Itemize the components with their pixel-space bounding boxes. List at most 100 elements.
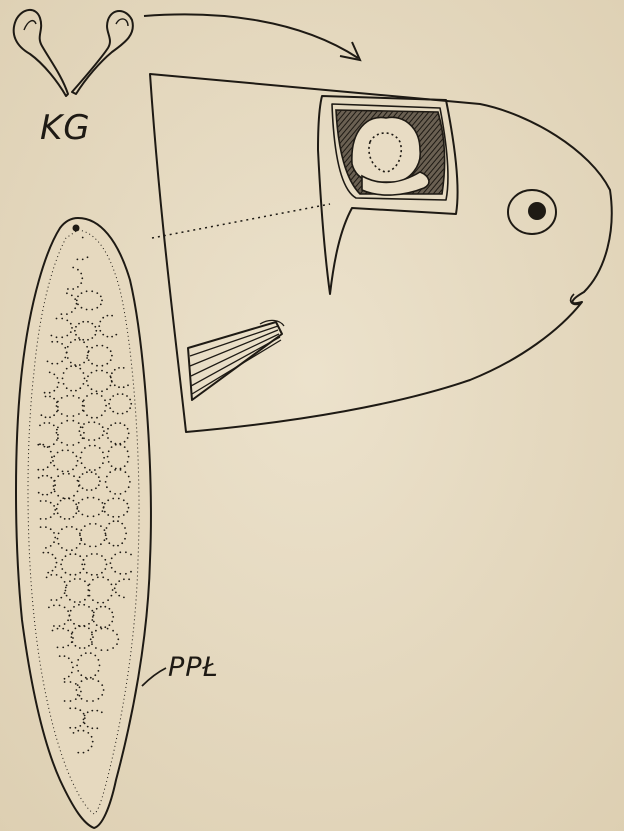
cell-dot [77, 286, 79, 288]
cell-dot [57, 427, 59, 429]
cell-dot [66, 549, 68, 551]
cell-dot [92, 741, 94, 743]
ppl-body-dot [73, 225, 80, 232]
cell-dot [91, 471, 93, 473]
cell-dot [81, 307, 83, 309]
cell-dot [83, 423, 85, 425]
cell-dot [54, 484, 56, 486]
cell-dot [103, 689, 105, 691]
cell-dot [115, 444, 117, 446]
cell-dot [70, 700, 72, 702]
cell-dot [96, 608, 98, 610]
cell-dot [77, 304, 79, 306]
cell-dot [107, 628, 109, 630]
cell-dot [42, 444, 44, 446]
cell-dot [60, 516, 62, 518]
cell-dot [96, 307, 98, 309]
cell-dot [93, 621, 95, 623]
cell-dot [112, 516, 114, 518]
cell-dot [62, 450, 64, 452]
cell-dot [89, 584, 91, 586]
cell-dot [106, 433, 108, 435]
cell-dot [64, 498, 66, 500]
cell-dot [64, 347, 66, 349]
cell-dot [118, 367, 120, 369]
fish-eye-pupil [528, 202, 546, 220]
cell-dot [112, 647, 114, 649]
cell-dot [79, 543, 81, 545]
cell-dot [90, 652, 92, 654]
cell-dot [49, 416, 51, 418]
cell-dot [57, 401, 59, 403]
cell-dot [102, 502, 104, 504]
cell-dot [112, 395, 114, 397]
cell-dot [123, 499, 125, 501]
cell-dot [111, 355, 113, 357]
cell-dot [60, 500, 62, 502]
cell-dot [87, 256, 89, 258]
cell-dot [82, 499, 84, 501]
cell-dot [73, 623, 75, 625]
cell-dot [98, 484, 100, 486]
cell-dot [79, 364, 81, 366]
cell-dot [111, 372, 113, 374]
cell-dot [110, 562, 112, 564]
cell-dot [83, 730, 85, 732]
cell-dot [128, 433, 130, 435]
cell-dot [66, 313, 68, 315]
cell-dot [128, 476, 130, 478]
cell-dot [98, 325, 100, 327]
cell-dot [57, 538, 59, 540]
cell-dot [128, 507, 130, 509]
cell-dot [96, 417, 98, 419]
cell-dot [75, 628, 77, 630]
cell-dot [119, 551, 121, 553]
cell-dot [53, 505, 55, 507]
cell-dot [77, 752, 79, 754]
cell-dot [73, 395, 75, 397]
cell-dot [111, 315, 113, 317]
cell-dot [125, 573, 127, 575]
cell-dot [79, 534, 81, 536]
cell-dot [91, 710, 93, 712]
cell-dot [69, 599, 71, 601]
cell-dot [39, 443, 41, 445]
cell-dot [128, 578, 130, 580]
cell-dot [98, 476, 100, 478]
cell-dot [83, 559, 85, 561]
cell-dot [66, 292, 68, 294]
cell-dot [73, 495, 75, 497]
cell-dot [94, 469, 96, 471]
cell-dot [93, 612, 95, 614]
cell-dot [96, 727, 98, 729]
cell-dot [104, 626, 106, 628]
cell-dot [105, 405, 107, 407]
cell-dot [95, 523, 97, 525]
cell-dot [50, 451, 52, 453]
cell-dot [91, 619, 93, 621]
cell-dot [114, 554, 116, 556]
cell-dot [52, 554, 54, 556]
cell-dot [97, 576, 99, 578]
cell-dot [40, 500, 42, 502]
cell-dot [75, 326, 77, 328]
cell-dot [77, 259, 79, 261]
cell-dot [109, 491, 111, 493]
cell-dot [58, 533, 60, 535]
cell-dot [53, 489, 55, 491]
cell-dot [67, 450, 69, 452]
cell-dot [86, 309, 88, 311]
cell-dot [77, 296, 79, 298]
cell-dot [70, 390, 72, 392]
cell-dot [110, 350, 112, 352]
cell-dot [80, 538, 82, 540]
cell-dot [44, 392, 46, 394]
cell-dot [71, 311, 73, 313]
cell-dot [76, 528, 78, 530]
cell-dot [44, 422, 46, 424]
cell-dot [45, 518, 47, 520]
cell-dot [115, 422, 117, 424]
cell-dot [119, 573, 121, 575]
cell-dot [68, 498, 70, 500]
cell-dot [58, 543, 60, 545]
